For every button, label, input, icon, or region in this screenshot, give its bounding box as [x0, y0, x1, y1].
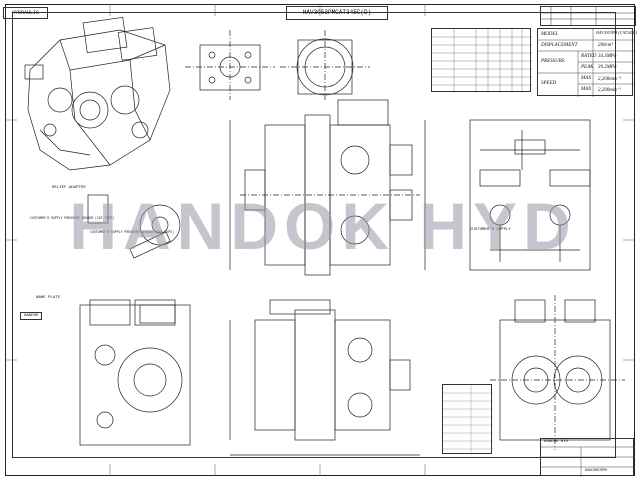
spec-max-label-2: MAX	[581, 87, 592, 92]
title-block-company: HANDOK HYD	[544, 440, 569, 444]
pump-side-view-bottom	[229, 299, 420, 456]
spec-model-value: HAV3053PM (CAT345C)	[596, 30, 637, 35]
company-logo: HYDRAULIC	[3, 7, 48, 19]
name-plate-label: NAME PLATE	[36, 296, 61, 300]
spec-max-label-1: MAX	[581, 76, 592, 81]
revision-block	[540, 6, 636, 26]
customer-supply-label-1: CUSTOMER'S SUPPLY PRESSURE SENSOR (CAT-T…	[30, 216, 115, 220]
spec-table: MODEL HAV3053PM (CAT345C) DISPLACEMENT 2…	[537, 28, 637, 97]
isometric-pump-view	[24, 16, 171, 171]
spec-peak-value: 39.2MPa	[598, 65, 617, 70]
watermark: HANDOK HYD	[69, 189, 577, 263]
relief-adapter-view	[87, 194, 181, 259]
spec-peak-label: PEAK	[581, 65, 594, 70]
title-block-part: HAV3053PM	[585, 469, 607, 473]
spec-displacement-value: 200cm³	[598, 43, 613, 48]
hydraulic-schematic	[469, 119, 591, 271]
name-plate-logo: HANDOK	[20, 312, 43, 320]
flange-view-right	[280, 30, 370, 100]
spec-pressure-label: PRESSURE	[541, 59, 565, 64]
notes-table	[442, 384, 493, 455]
drawing-title: HAV3053PMCAT345C(D)	[286, 6, 388, 20]
spec-displacement-label: DISPLACEMENT	[541, 43, 578, 48]
spec-max-value-1: 2,200min⁻¹	[598, 77, 621, 82]
pump-rear-view	[490, 295, 625, 450]
spec-max-value-2: 2,200min⁻¹	[598, 88, 621, 93]
spec-rated-value: 34.3MPa	[598, 54, 617, 59]
port-table	[431, 28, 532, 93]
spec-model-label: MODEL	[541, 32, 559, 37]
drawing-frame	[12, 12, 616, 458]
pump-side-view	[229, 99, 426, 276]
customer-supply-label-3: CUSTOMER'S SUPPLY	[470, 228, 511, 232]
pump-front-view-left	[79, 299, 191, 446]
customer-supply-label-2: CUSTOMER'S SUPPLY PRESSURE SENSOR (CAT-T…	[90, 230, 175, 234]
flange-view-left	[185, 30, 275, 100]
title-block: HANDOK HYD HAV3053PM	[540, 438, 635, 477]
spec-rated-label: RATED	[581, 54, 597, 59]
relief-adapter-label: RELIEF ADAPTER	[52, 186, 86, 190]
spec-speed-label: SPEED	[541, 81, 557, 86]
